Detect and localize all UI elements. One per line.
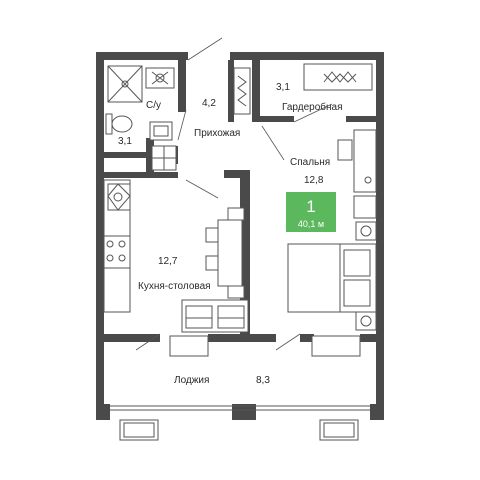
walls — [96, 52, 384, 420]
loggia-area: 8,3 — [256, 375, 270, 386]
wardrobe-area: 3,1 — [276, 82, 290, 93]
doors — [135, 37, 333, 351]
apartment-badge: 1 40,1 м — [286, 192, 336, 232]
kitchen-area: 12,7 — [158, 256, 178, 267]
bathroom-area: 3,1 — [118, 136, 132, 147]
wardrobe-fixtures — [233, 63, 373, 115]
window-sills — [169, 335, 361, 357]
bathroom-label: С/у — [146, 100, 161, 111]
wardrobe-label: Гардеробная — [282, 101, 343, 113]
kitchen-label: Кухня-столовая — [138, 281, 211, 292]
room-labels: С/у 3,1 4,2 Прихожая 3,1 Гардеробная Спа… — [118, 82, 343, 386]
bedroom-area: 12,8 — [304, 175, 324, 186]
window-frames — [119, 419, 359, 441]
hallway-label: Прихожая — [194, 128, 240, 139]
kitchen-fixtures — [103, 179, 249, 333]
loggia-label: Лоджия — [174, 375, 209, 386]
bedroom-label: Спальня — [290, 157, 330, 168]
badge-room-count: 1 — [306, 197, 315, 216]
badge-total-area: 40,1 м — [298, 219, 324, 229]
bedroom-fixtures — [287, 129, 377, 331]
hallway-area: 4,2 — [202, 98, 216, 109]
bathroom-fixtures — [105, 65, 177, 171]
